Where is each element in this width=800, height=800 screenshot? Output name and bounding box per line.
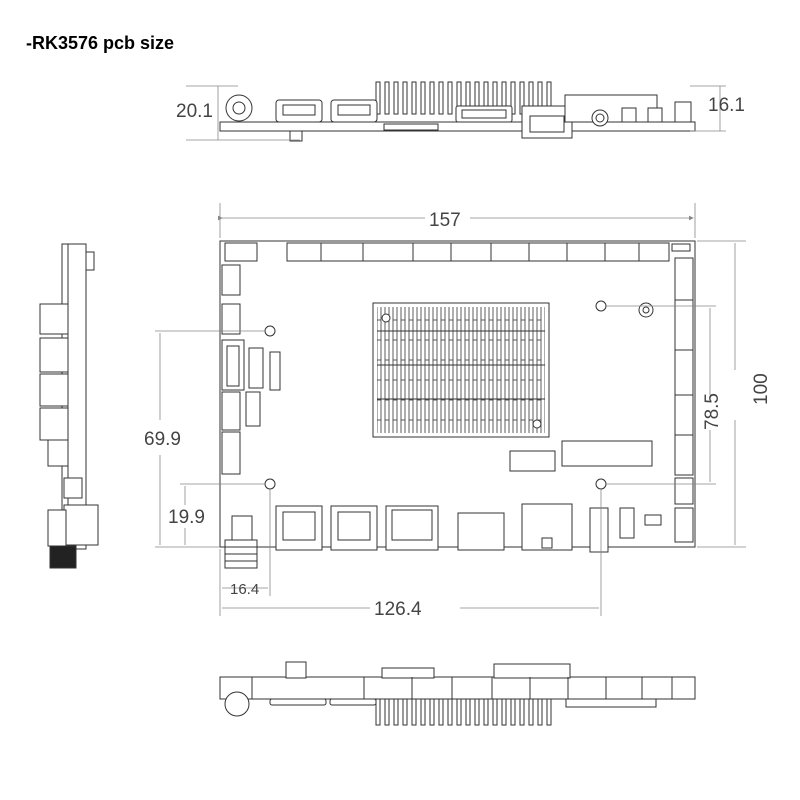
mounting-hole-upper-left — [264, 325, 276, 337]
mounting-hole-lower-left — [264, 478, 276, 490]
page-title: -RK3576 pcb size — [26, 33, 175, 53]
side-view-top — [219, 81, 696, 142]
dim-hole-vertical-span: 78.5 — [702, 393, 723, 430]
side-dims-top — [186, 85, 726, 141]
pcb-edge-left — [65, 243, 87, 550]
side-view-bottom — [219, 661, 696, 726]
heatsink-fins-bottom — [375, 698, 552, 726]
dim-side-height-left: 20.1 — [176, 101, 213, 122]
main-dims — [155, 203, 746, 616]
audio-jack — [589, 507, 609, 553]
antenna-base — [231, 515, 253, 543]
pcb-edge-bottom — [219, 676, 696, 700]
power-connector — [457, 512, 505, 551]
mounting-hole-lower-right — [595, 478, 607, 490]
dim-hole-horizontal-span: 126.4 — [374, 599, 422, 620]
mounting-hole-upper-right — [595, 300, 607, 312]
heatsink-fins-top — [375, 81, 552, 115]
dim-hole-lower-offset: 19.9 — [168, 507, 205, 528]
dim-board-height: 100 — [751, 373, 772, 405]
dim-hole-upper-offset: 69.9 — [144, 429, 181, 450]
pcb-edge-top — [219, 121, 696, 132]
dim-board-width: 157 — [429, 210, 461, 231]
main-board-view — [219, 240, 696, 569]
side-view-left — [39, 243, 99, 569]
dim-hole-left-offset: 16.4 — [230, 581, 259, 598]
dim-side-height-right: 16.1 — [708, 95, 745, 116]
